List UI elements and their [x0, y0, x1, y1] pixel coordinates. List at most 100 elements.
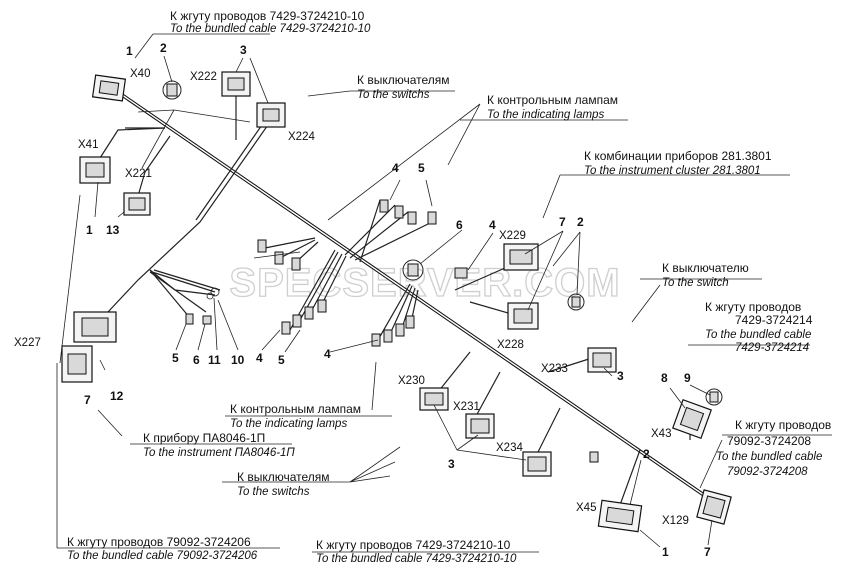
- connector-x224: [256, 102, 286, 128]
- svg-text:4: 4: [256, 351, 263, 365]
- svg-text:К жгуту проводов: К жгуту проводов: [705, 300, 801, 314]
- svg-text:7429-3724214: 7429-3724214: [735, 342, 809, 354]
- main-harness: [97, 86, 715, 506]
- annotation-bundle-214: К жгуту проводов 7429-3724214 To the bun…: [705, 300, 813, 354]
- label-x234: X234: [496, 442, 523, 454]
- label-x230: X230: [398, 375, 425, 387]
- connector-x230: [419, 387, 449, 411]
- svg-text:К жгуту проводов 7429-3724210-: К жгуту проводов 7429-3724210-10: [316, 538, 511, 552]
- svg-text:К контрольным лампам: К контрольным лампам: [487, 93, 618, 107]
- svg-text:To the switchs: To the switchs: [237, 486, 310, 498]
- svg-text:3: 3: [448, 457, 455, 471]
- svg-text:To the indicating lamps: To the indicating lamps: [230, 418, 347, 430]
- annotation-cluster: К комбинации приборов 281.3801 To the in…: [584, 149, 772, 177]
- svg-text:4: 4: [392, 161, 399, 175]
- connector-labels: X40 X222 X224 X41 X221 X227 X229 X228 X2…: [14, 68, 689, 527]
- label-x233: X233: [541, 363, 568, 375]
- svg-text:К жгуту проводов: К жгуту проводов: [735, 418, 831, 432]
- svg-text:4: 4: [489, 218, 496, 232]
- svg-text:1: 1: [662, 545, 669, 559]
- connector-x227: [61, 311, 117, 383]
- svg-text:To the bundled cable 79092-372: To the bundled cable 79092-3724206: [67, 550, 258, 562]
- svg-text:To the instrument cluster 281.: To the instrument cluster 281.3801: [584, 165, 761, 177]
- label-x227: X227: [14, 337, 41, 349]
- svg-text:К выключателю: К выключателю: [662, 261, 749, 275]
- annotation-switches-1: К выключателям To the switchs: [357, 73, 450, 101]
- label-x221: X221: [125, 168, 152, 180]
- connector-x40: [91, 74, 127, 102]
- annotation-lamps-1: К контрольным лампам To the indicating l…: [487, 93, 618, 121]
- svg-text:11: 11: [208, 353, 221, 367]
- svg-text:К контрольным лампам: К контрольным лампам: [230, 402, 361, 416]
- svg-text:К выключателям: К выключателям: [237, 470, 330, 484]
- svg-text:To the switch: To the switch: [662, 277, 729, 289]
- svg-text:3: 3: [240, 43, 247, 57]
- svg-text:2: 2: [577, 215, 584, 229]
- svg-text:8: 8: [661, 371, 668, 385]
- svg-text:9: 9: [684, 371, 691, 385]
- connector-x45: [597, 499, 643, 533]
- annotation-bundle-206: К жгуту проводов 79092-3724206 To the bu…: [67, 535, 258, 562]
- svg-text:To the switchs: To the switchs: [357, 89, 430, 101]
- annotation-switch: К выключателю To the switch: [662, 261, 749, 289]
- label-ru: К жгуту проводов 7429-3724210-10: [170, 9, 365, 23]
- connector-x234: [522, 451, 552, 477]
- svg-text:To the bundled cable 7429-3724: To the bundled cable 7429-3724210-10: [316, 553, 517, 565]
- svg-text:To the bundled cable: To the bundled cable: [705, 329, 811, 341]
- label-x228: X228: [497, 339, 524, 351]
- svg-text:To the instrument ПА8046-1П: To the instrument ПА8046-1П: [143, 447, 295, 459]
- svg-text:To the indicating lamps: To the indicating lamps: [487, 109, 604, 121]
- svg-text:5: 5: [172, 351, 179, 365]
- label-x129: X129: [662, 515, 689, 527]
- svg-text:К выключателям: К выключателям: [357, 73, 450, 87]
- connector-x41: [79, 156, 111, 184]
- annotation-bundle-208: К жгуту проводов 79092-3724208 To the bu…: [716, 418, 831, 478]
- svg-text:К комбинации приборов 281.3801: К комбинации приборов 281.3801: [584, 149, 772, 163]
- label-x224: X224: [288, 131, 315, 143]
- connector-x129: [696, 489, 732, 525]
- svg-text:5: 5: [278, 353, 285, 367]
- connector-x221: [123, 192, 151, 216]
- label-x231: X231: [453, 401, 480, 413]
- annotation-lamps-2: К контрольным лампам To the indicating l…: [230, 402, 361, 430]
- callout-numbers: 1 2 3 1 13 4 5 6 4 7 2 5 6 11 10 4 5 4 7…: [84, 41, 711, 559]
- svg-text:К жгуту проводов 79092-3724206: К жгуту проводов 79092-3724206: [67, 535, 251, 549]
- connector-x231: [465, 413, 495, 439]
- svg-text:7: 7: [704, 545, 711, 559]
- annotation-pa: К прибору ПА8046-1П To the instrument ПА…: [143, 431, 295, 459]
- svg-text:79092-3724208: 79092-3724208: [727, 466, 808, 478]
- svg-text:6: 6: [456, 218, 463, 232]
- annotation-switches-2: К выключателям To the switchs: [237, 470, 330, 498]
- svg-text:4: 4: [324, 347, 331, 361]
- svg-text:12: 12: [110, 389, 124, 403]
- annotation-bottom-bundle: К жгуту проводов 7429-3724210-10 To the …: [316, 538, 517, 565]
- svg-text:1: 1: [86, 223, 93, 237]
- svg-text:7: 7: [559, 215, 566, 229]
- svg-text:7: 7: [84, 393, 91, 407]
- svg-text:6: 6: [193, 353, 200, 367]
- svg-text:К прибору ПА8046-1П: К прибору ПА8046-1П: [143, 431, 265, 445]
- leader-lines: [56, 33, 832, 553]
- connector-x229: [503, 243, 539, 271]
- label-x40: X40: [130, 68, 150, 80]
- label-en: To the bundled cable 7429-3724210-10: [170, 23, 371, 35]
- connector-x228: [507, 302, 539, 330]
- label-x41: X41: [78, 139, 98, 151]
- svg-text:79092-3724208: 79092-3724208: [727, 434, 811, 448]
- svg-text:13: 13: [106, 223, 120, 237]
- svg-text:1: 1: [126, 44, 133, 58]
- connector-x43: [672, 399, 712, 439]
- label-x45: X45: [576, 502, 596, 514]
- svg-text:2: 2: [643, 447, 650, 461]
- svg-text:5: 5: [418, 161, 425, 175]
- connector-x233: [587, 347, 617, 373]
- terminals: [162, 80, 723, 463]
- label-x229: X229: [499, 230, 526, 242]
- svg-text:7429-3724214: 7429-3724214: [735, 313, 813, 327]
- annotation-top-bundle: К жгуту проводов 7429-3724210-10 To the …: [170, 9, 371, 35]
- label-x222: X222: [190, 71, 217, 83]
- watermark: SPECSERVER.COM: [229, 261, 620, 305]
- svg-text:To the bundled cable: To the bundled cable: [716, 451, 822, 463]
